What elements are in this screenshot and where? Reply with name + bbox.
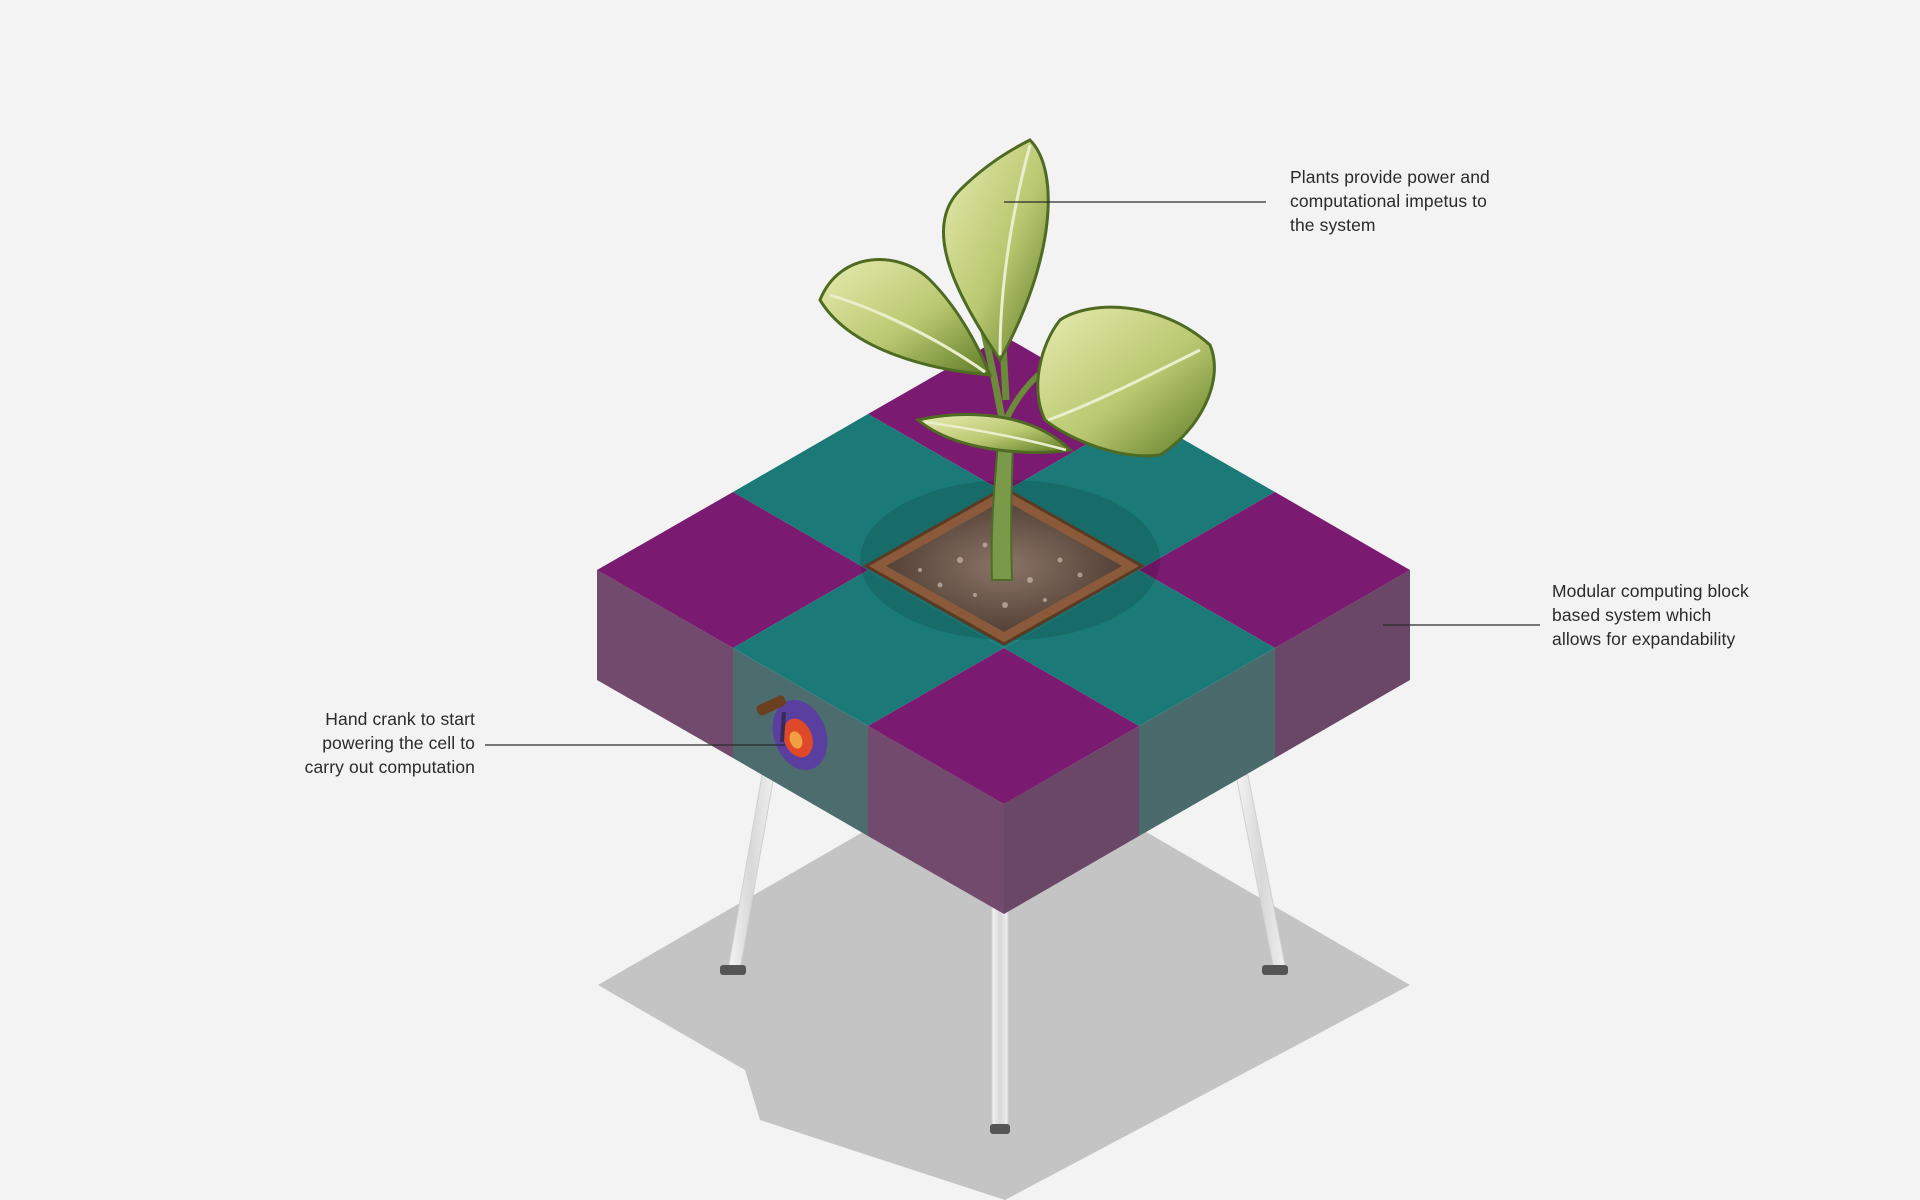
table-legs — [720, 774, 1288, 1134]
block-side-faces — [597, 570, 1410, 914]
callout-plant-power: Plants provide power and computational i… — [1290, 167, 1490, 235]
hand-crank-icon — [756, 695, 828, 770]
leader-lines — [485, 201, 1540, 746]
callout-modular-block: Modular computing block based system whi… — [1552, 581, 1749, 649]
callout-hand-crank: Hand crank to start powering the cell to… — [304, 709, 475, 777]
plant-icon — [818, 138, 1216, 581]
